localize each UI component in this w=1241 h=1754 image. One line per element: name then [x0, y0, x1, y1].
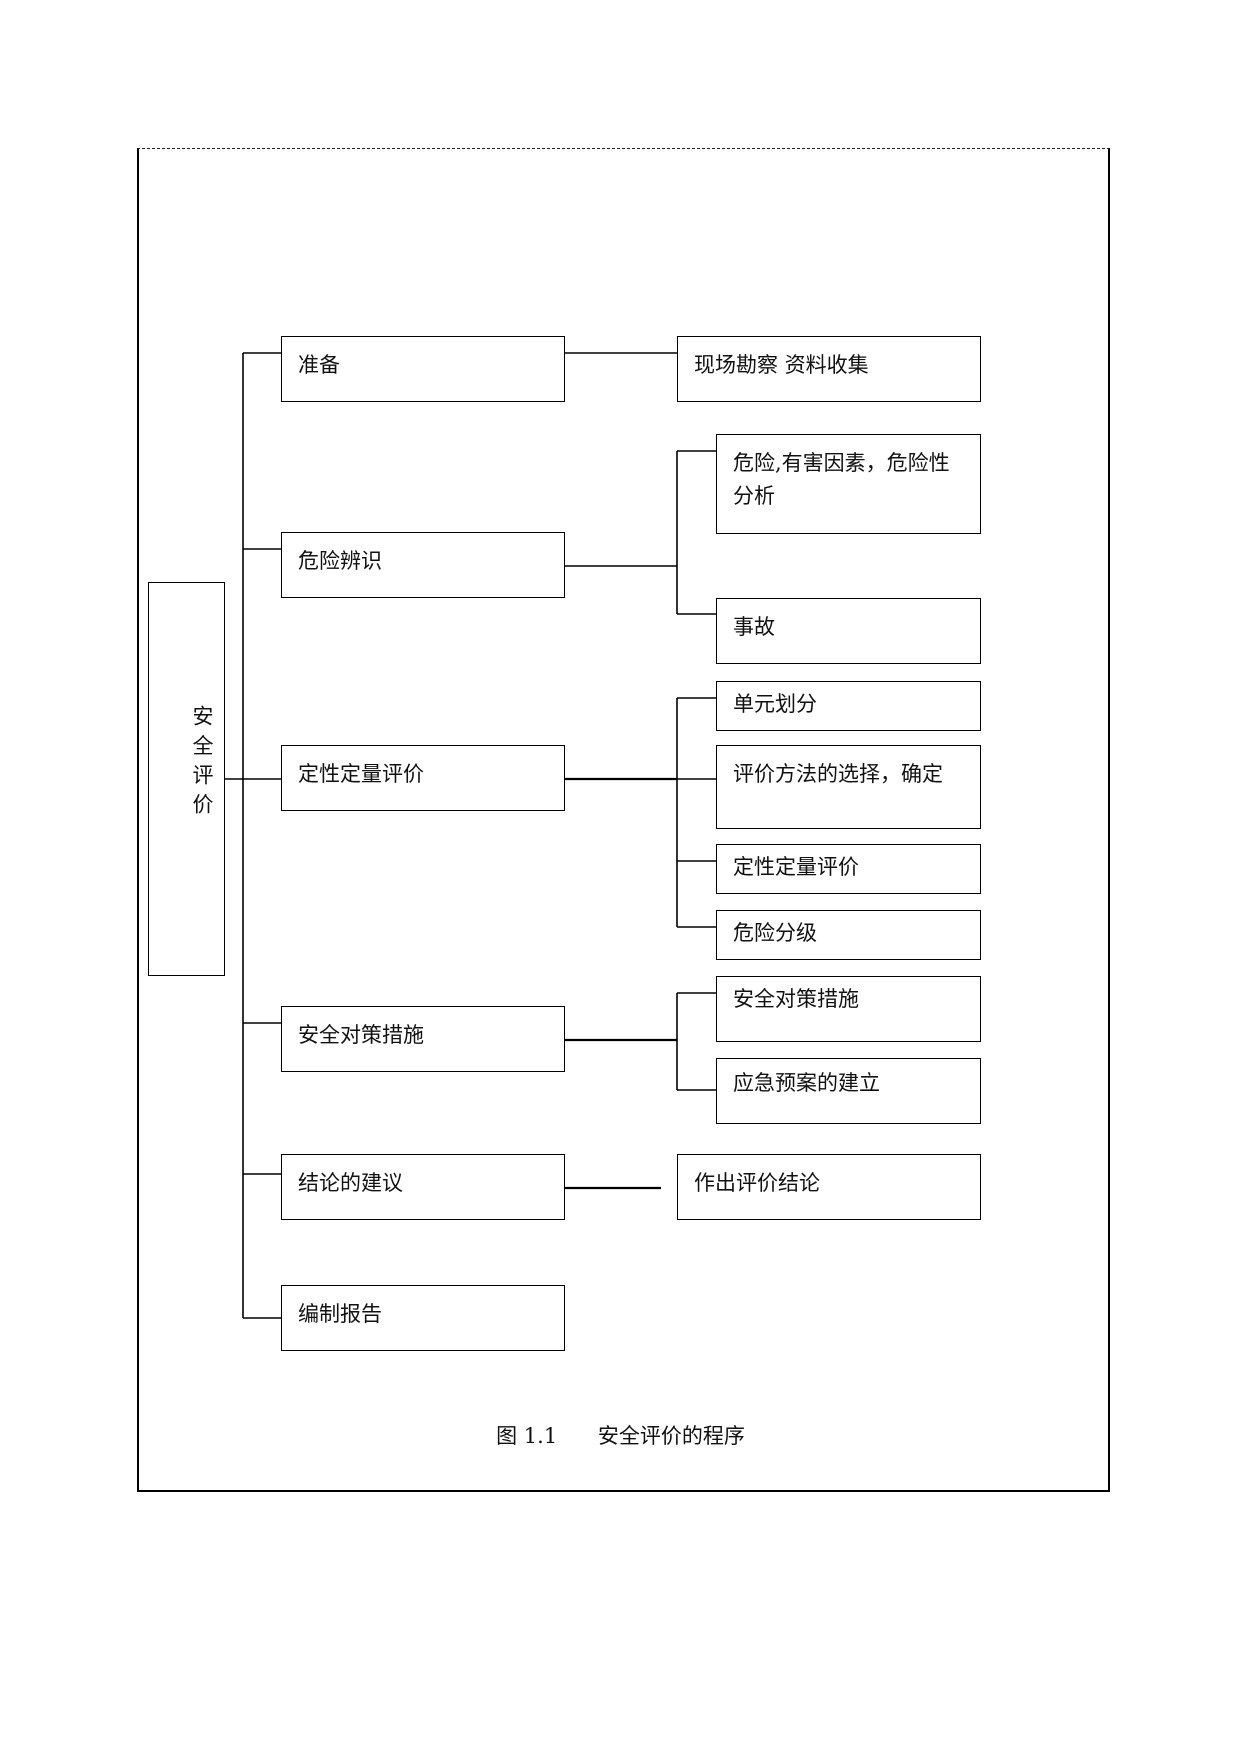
- detail-label: 评价方法的选择，确定: [733, 762, 943, 786]
- detail-label: 现场勘察 资料收集: [694, 353, 869, 377]
- step-box-prepare: 准备: [281, 336, 565, 402]
- root-label: 安全评价: [190, 705, 214, 823]
- step-box-hazard-identification: 危险辨识: [281, 532, 565, 598]
- detail-box-emergency-plan: 应急预案的建立: [716, 1058, 981, 1124]
- step-box-report: 编制报告: [281, 1285, 565, 1351]
- detail-label: 事故: [733, 615, 775, 639]
- detail-box-qualitative-quantitative: 定性定量评价: [716, 844, 981, 894]
- detail-label: 危险,有害因素，危险性分析: [733, 451, 950, 508]
- detail-label: 危险分级: [733, 921, 817, 945]
- detail-box-hazard-analysis: 危险,有害因素，危险性分析: [716, 434, 981, 534]
- caption-number: 图 1.1: [496, 1424, 558, 1448]
- detail-box-safety-measures: 安全对策措施: [716, 976, 981, 1042]
- root-node: 安全评价: [148, 582, 225, 976]
- detail-label: 应急预案的建立: [733, 1071, 880, 1095]
- detail-box-site-survey: 现场勘察 资料收集: [677, 336, 981, 402]
- step-label: 危险辨识: [298, 549, 382, 573]
- detail-label: 作出评价结论: [694, 1171, 820, 1195]
- caption-title: 安全评价的程序: [597, 1424, 745, 1448]
- step-label: 定性定量评价: [298, 762, 424, 786]
- detail-box-accident: 事故: [716, 598, 981, 664]
- step-box-qualitative-quantitative: 定性定量评价: [281, 745, 565, 811]
- step-box-conclusion: 结论的建议: [281, 1154, 565, 1220]
- detail-label: 定性定量评价: [733, 855, 859, 879]
- detail-box-method-selection: 评价方法的选择，确定: [716, 745, 981, 829]
- figure-caption: 图 1.1 安全评价的程序: [0, 1420, 1241, 1450]
- detail-label: 安全对策措施: [733, 987, 859, 1011]
- step-label: 编制报告: [298, 1302, 382, 1326]
- detail-box-make-conclusion: 作出评价结论: [677, 1154, 981, 1220]
- step-box-safety-measures: 安全对策措施: [281, 1006, 565, 1072]
- step-label: 准备: [298, 353, 340, 377]
- detail-box-hazard-grading: 危险分级: [716, 910, 981, 960]
- figure-frame: [137, 148, 1110, 1492]
- detail-label: 单元划分: [733, 692, 817, 716]
- detail-box-unit-division: 单元划分: [716, 681, 981, 731]
- step-label: 结论的建议: [298, 1171, 403, 1195]
- step-label: 安全对策措施: [298, 1023, 424, 1047]
